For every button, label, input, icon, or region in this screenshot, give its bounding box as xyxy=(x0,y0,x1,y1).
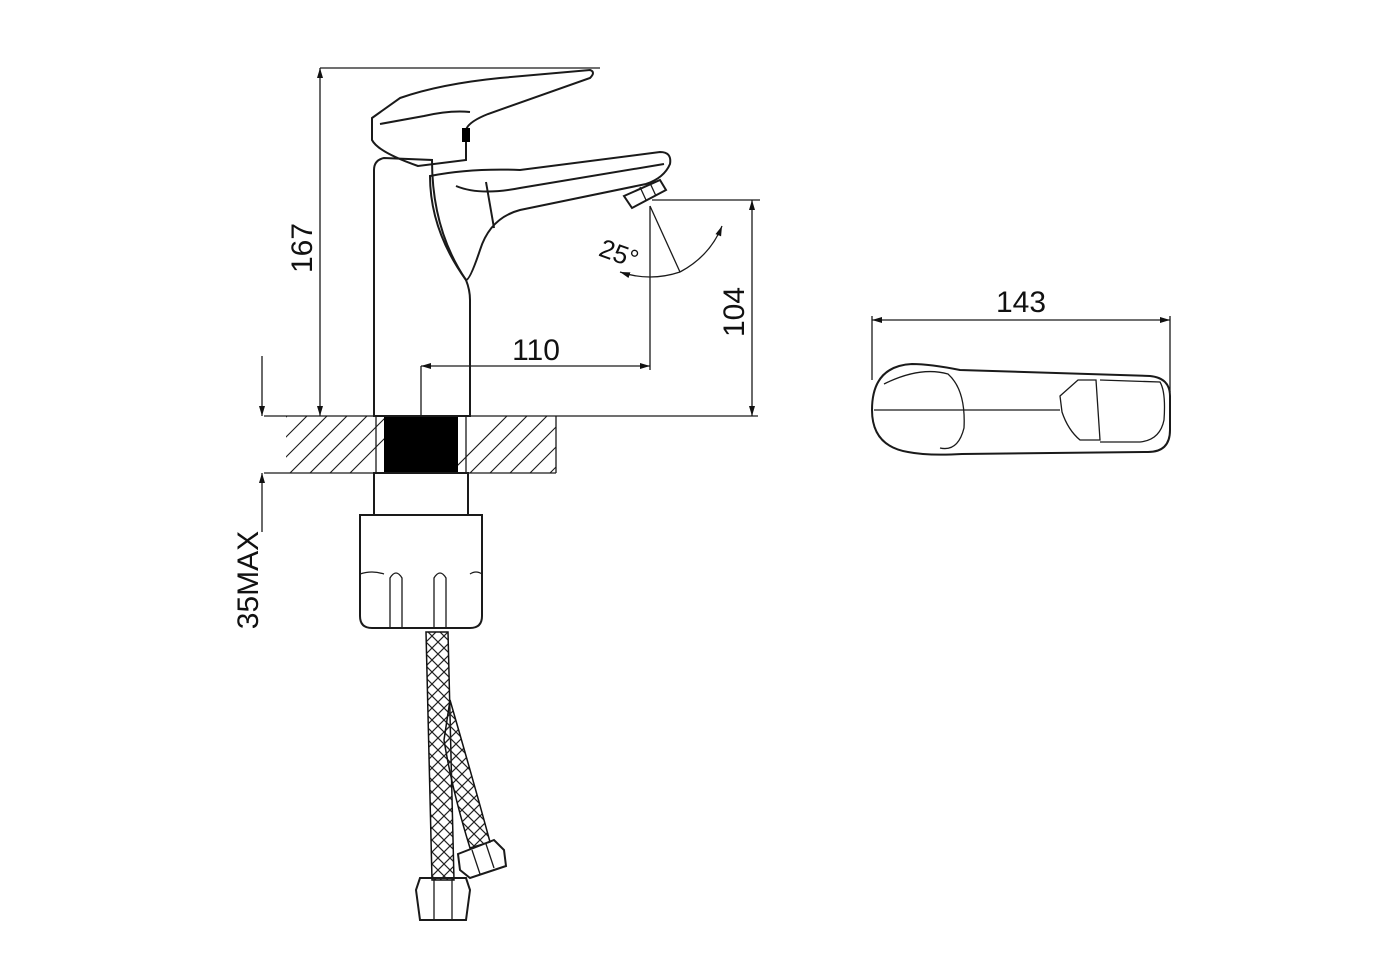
dim-label-110: 110 xyxy=(512,334,560,367)
faucet-body xyxy=(373,156,471,417)
faucet-side-view xyxy=(371,68,672,417)
aerator xyxy=(622,178,668,210)
hose-nut-1 xyxy=(414,877,472,921)
spout xyxy=(428,150,672,282)
lever-handle xyxy=(371,68,594,168)
mounting-nut xyxy=(359,514,483,629)
dim-label-143: 143 xyxy=(996,286,1046,319)
deck-hatching xyxy=(286,416,556,473)
dim-label-35max: 35MAX xyxy=(232,531,265,629)
dimension-height-total: 167 xyxy=(286,67,600,416)
hose-1 xyxy=(425,631,455,881)
mounting-stud xyxy=(384,416,458,473)
dimension-spout-angle: 25° xyxy=(595,205,723,279)
shank xyxy=(373,472,469,516)
dim-label-104: 104 xyxy=(718,287,751,337)
dim-label-167: 167 xyxy=(286,223,319,273)
handle-outline xyxy=(870,362,1171,456)
dimension-reach: 110 xyxy=(420,206,651,416)
handle-top-view: 143 xyxy=(870,286,1171,456)
mounting-assembly xyxy=(359,472,508,921)
countertop-deck xyxy=(264,415,758,474)
dimension-spout-height: 104 xyxy=(652,199,760,416)
hose-nut-2 xyxy=(456,838,508,880)
dimension-deck-thickness: 35MAX xyxy=(232,356,265,629)
dim-label-25deg: 25° xyxy=(595,233,642,275)
